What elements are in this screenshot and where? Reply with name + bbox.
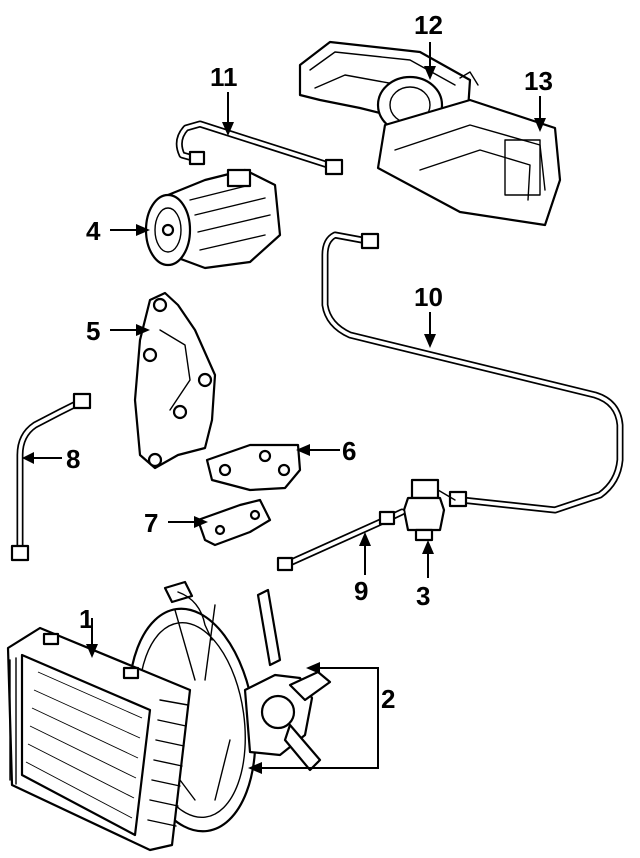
callout-10: 10 bbox=[414, 282, 443, 312]
callout-2: 2 bbox=[381, 684, 395, 714]
callout-1: 1 bbox=[79, 604, 93, 634]
ac-compressor bbox=[144, 168, 282, 270]
hvac-housing bbox=[298, 40, 562, 227]
callout-3: 3 bbox=[416, 581, 430, 611]
refrigerant-hose-left bbox=[10, 392, 92, 562]
refrigerant-line-long bbox=[321, 231, 624, 514]
small-bracket bbox=[196, 498, 272, 547]
leaders bbox=[22, 42, 546, 774]
callout-labels: 1 2 3 4 5 6 7 8 9 10 11 12 13 bbox=[66, 10, 553, 714]
callout-6: 6 bbox=[342, 436, 356, 466]
callout-12: 12 bbox=[414, 10, 443, 40]
callout-13: 13 bbox=[524, 66, 553, 96]
refrigerant-hose-short bbox=[175, 120, 344, 176]
callout-9: 9 bbox=[354, 576, 368, 606]
refrigerant-line-mid bbox=[276, 508, 406, 572]
callout-7: 7 bbox=[144, 508, 158, 538]
callout-11: 11 bbox=[210, 62, 238, 92]
condenser-radiator bbox=[6, 626, 192, 852]
support-bracket bbox=[205, 443, 302, 492]
accumulator-drier bbox=[402, 478, 456, 542]
callout-4: 4 bbox=[86, 216, 101, 246]
callout-5: 5 bbox=[86, 316, 100, 346]
compressor-mount-bracket bbox=[133, 291, 217, 470]
callout-8: 8 bbox=[66, 444, 80, 474]
